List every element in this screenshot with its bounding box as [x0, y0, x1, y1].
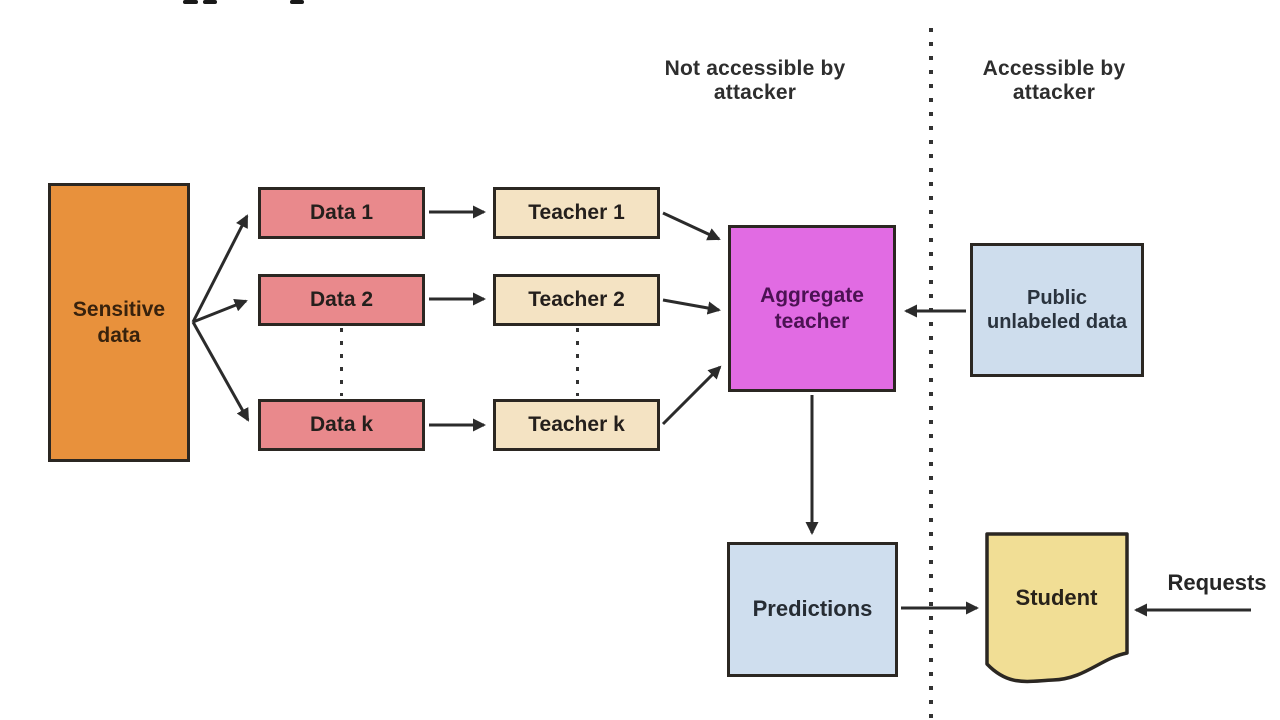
node-label: Data 1: [309, 201, 374, 225]
node-student-document-shape: [985, 532, 1129, 684]
node-data-k: Data k: [258, 399, 425, 451]
node-label: Aggregate teacher: [760, 283, 864, 333]
node-label: Public unlabeled data: [986, 286, 1128, 333]
node-teacher-2: Teacher 2: [493, 274, 660, 326]
node-label: Data k: [309, 413, 374, 437]
node-data-2: Data 2: [258, 274, 425, 326]
node-aggregate-teacher: Aggregate teacher: [728, 225, 896, 392]
node-label: Teacher 1: [528, 201, 625, 225]
cropped-title-remnant: [290, 0, 304, 4]
node-teacher-1: Teacher 1: [493, 187, 660, 239]
arrow-teacherk-to-aggregate: [661, 365, 722, 426]
node-public-unlabeled-data: Public unlabeled data: [970, 243, 1144, 377]
arrow-teacher2-to-aggregate: [662, 298, 721, 315]
data-ellipsis-dots: [340, 328, 343, 396]
node-teacher-k: Teacher k: [493, 399, 660, 451]
teacher-ellipsis-dots: [576, 328, 579, 396]
node-label: Teacher k: [528, 413, 625, 437]
requests-label: Requests: [1167, 570, 1267, 595]
accessible-region-label: Accessible by attacker: [982, 57, 1126, 104]
attacker-boundary-divider: [929, 28, 933, 720]
node-sensitive-data: Sensitive data: [48, 183, 190, 462]
node-data-1: Data 1: [258, 187, 425, 239]
node-label: Data 2: [309, 288, 374, 312]
arrow-teacher1-to-aggregate: [662, 211, 721, 241]
node-label: Predictions: [752, 596, 873, 622]
cropped-title-remnant: [183, 0, 198, 4]
arrow-sensitive-to-datak: [191, 321, 250, 422]
node-predictions: Predictions: [727, 542, 898, 677]
cropped-title-remnant: [203, 0, 217, 4]
arrow-sensitive-to-data2: [192, 298, 248, 324]
not-accessible-region-label: Not accessible by attacker: [664, 57, 846, 104]
node-label: Teacher 2: [528, 288, 625, 312]
arrow-sensitive-to-data1: [191, 214, 249, 323]
node-label: Sensitive data: [72, 297, 166, 347]
node-student-label: Student: [1015, 585, 1098, 610]
